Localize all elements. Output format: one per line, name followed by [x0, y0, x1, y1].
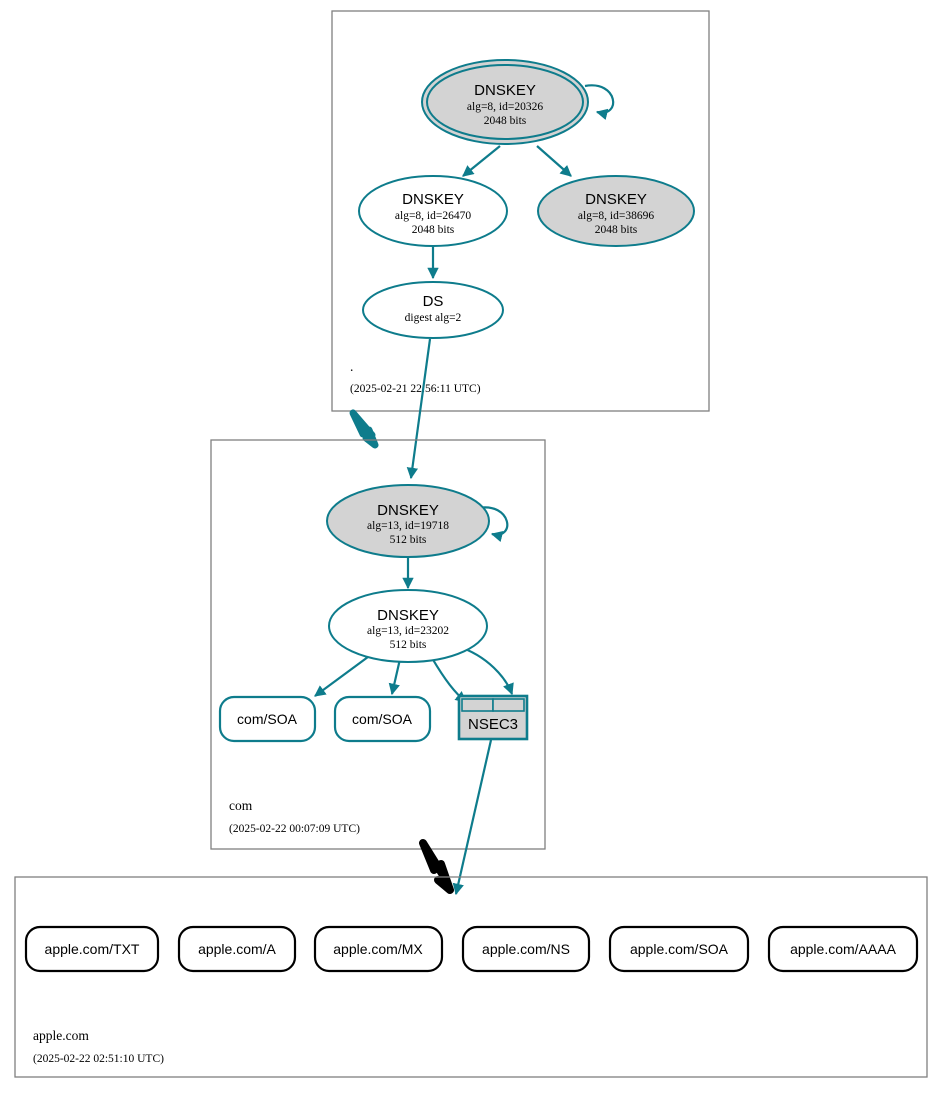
zone-apple-com-name: apple.com	[33, 1028, 89, 1043]
rrset-apple-aaaa-label: apple.com/AAAA	[790, 941, 896, 957]
node-com-ksk[interactable]: DNSKEY alg=13, id=19718 512 bits	[326, 484, 490, 558]
rrset-apple-txt-label: apple.com/TXT	[45, 941, 140, 957]
node-root-zsk-38696-title: DNSKEY	[585, 191, 647, 208]
nsec3-node-com[interactable]: NSEC3	[457, 694, 529, 741]
delegation-arrow-com-to-apple	[419, 839, 454, 894]
rrset-com-soa-1[interactable]: com/SOA	[218, 695, 317, 743]
rrset-com-soa-2-shape	[333, 695, 432, 743]
node-root-zsk-38696-line2: alg=8, id=38696	[578, 210, 654, 222]
node-com-zsk-title: DNSKEY	[377, 607, 439, 624]
zone-apple-com-timestamp: (2025-02-22 02:51:10 UTC)	[33, 1053, 164, 1065]
zone-root-name: .	[350, 359, 353, 374]
rrset-apple-soa-label: apple.com/SOA	[630, 941, 729, 957]
zone-root-timestamp: (2025-02-21 22:56:11 UTC)	[350, 383, 481, 395]
node-root-ksk-title: DNSKEY	[474, 82, 536, 99]
delegation-arrow-root-to-com-glyph	[349, 409, 379, 449]
node-root-ksk[interactable]: DNSKEY alg=8, id=20326 2048 bits	[421, 59, 589, 145]
rrset-apple-mx-shape	[313, 925, 444, 973]
node-com-ksk-line3: 512 bits	[390, 534, 427, 546]
rrset-com-soa-2-label: com/SOA	[352, 711, 413, 727]
zone-apple-com[interactable]: apple.com (2025-02-22 02:51:10 UTC)	[14, 876, 928, 1078]
rrset-apple-mx[interactable]: apple.com/MX	[313, 925, 444, 973]
nsec3-cell-left[interactable]	[461, 698, 494, 712]
zone-root-border	[331, 10, 710, 412]
node-com-ksk-title: DNSKEY	[377, 502, 439, 519]
node-root-ds-line2: digest alg=2	[405, 312, 462, 324]
node-com-zsk-line3: 512 bits	[390, 639, 427, 651]
rrset-apple-ns[interactable]: apple.com/NS	[461, 925, 591, 973]
zone-com[interactable]: com (2025-02-22 00:07:09 UTC)	[210, 439, 546, 850]
node-root-ds-title: DS	[423, 293, 444, 310]
node-root-ksk-line3: 2048 bits	[484, 115, 527, 127]
delegation-arrow-com-to-apple-glyph	[419, 839, 454, 894]
rrset-apple-a-label: apple.com/A	[198, 941, 276, 957]
node-root-ksk-line2: alg=8, id=20326	[467, 101, 543, 113]
node-root-zsk-38696-line3: 2048 bits	[595, 224, 638, 236]
rrset-apple-mx-label: apple.com/MX	[333, 941, 423, 957]
edge-nsec3-to-apple-zone	[452, 739, 493, 896]
rrset-apple-a[interactable]: apple.com/A	[177, 925, 297, 973]
rrset-apple-soa[interactable]: apple.com/SOA	[608, 925, 750, 973]
edge-rootksk-self-sign	[584, 84, 615, 120]
rrset-com-soa-2[interactable]: com/SOA	[333, 695, 432, 743]
zone-com-timestamp: (2025-02-22 00:07:09 UTC)	[229, 823, 360, 835]
edge-rootksk-to-38696	[536, 145, 572, 177]
edge-comzsk-to-soa-2	[388, 658, 402, 696]
zone-com-border	[210, 439, 546, 850]
node-root-zsk-26470[interactable]: DNSKEY alg=8, id=26470 2048 bits	[358, 175, 508, 247]
rrset-apple-aaaa[interactable]: apple.com/AAAA	[767, 925, 919, 973]
edge-comzsk-to-nsec3-right	[456, 644, 514, 696]
node-root-zsk-26470-title: DNSKEY	[402, 191, 464, 208]
node-com-ksk-line2: alg=13, id=19718	[367, 520, 449, 532]
rrset-apple-a-shape	[177, 925, 297, 973]
zone-apple-com-border	[14, 876, 928, 1078]
node-com-ksk-shape	[326, 484, 490, 558]
zone-com-name: com	[229, 798, 253, 813]
rrset-apple-ns-shape	[461, 925, 591, 973]
node-root-zsk-38696-shape	[537, 175, 695, 247]
node-root-zsk-26470-line2: alg=8, id=26470	[395, 210, 471, 222]
rrset-apple-ns-label: apple.com/NS	[482, 941, 570, 957]
node-com-zsk-shape	[328, 589, 488, 663]
node-root-ds[interactable]: DS digest alg=2	[362, 281, 504, 339]
rrset-apple-txt[interactable]: apple.com/TXT	[24, 925, 160, 973]
delegation-arrow-root-to-com	[349, 409, 379, 449]
node-root-zsk-26470-line3: 2048 bits	[412, 224, 455, 236]
rrset-apple-soa-shape	[608, 925, 750, 973]
nsec3-node-com-label: NSEC3	[468, 716, 518, 733]
rrset-com-soa-1-label: com/SOA	[237, 711, 298, 727]
nsec3-cell-right[interactable]	[492, 698, 525, 712]
node-root-ksk-shape	[426, 64, 584, 140]
node-com-zsk[interactable]: DNSKEY alg=13, id=23202 512 bits	[328, 589, 488, 663]
edge-comzsk-to-soa-1	[314, 653, 373, 697]
edge-comksk-self-sign	[477, 506, 509, 543]
edge-rootksk-to-26470	[462, 145, 501, 177]
edge-ds-to-com-ksk	[406, 338, 432, 480]
node-root-ds-shape	[362, 281, 504, 339]
node-root-zsk-38696[interactable]: DNSKEY alg=8, id=38696 2048 bits	[537, 175, 695, 247]
rrset-apple-aaaa-shape	[767, 925, 919, 973]
node-root-zsk-26470-shape	[358, 175, 508, 247]
rrset-com-soa-1-shape	[218, 695, 317, 743]
zone-root[interactable]: . (2025-02-21 22:56:11 UTC)	[331, 10, 710, 412]
rrset-apple-txt-shape	[24, 925, 160, 973]
node-com-zsk-line2: alg=13, id=23202	[367, 625, 449, 637]
